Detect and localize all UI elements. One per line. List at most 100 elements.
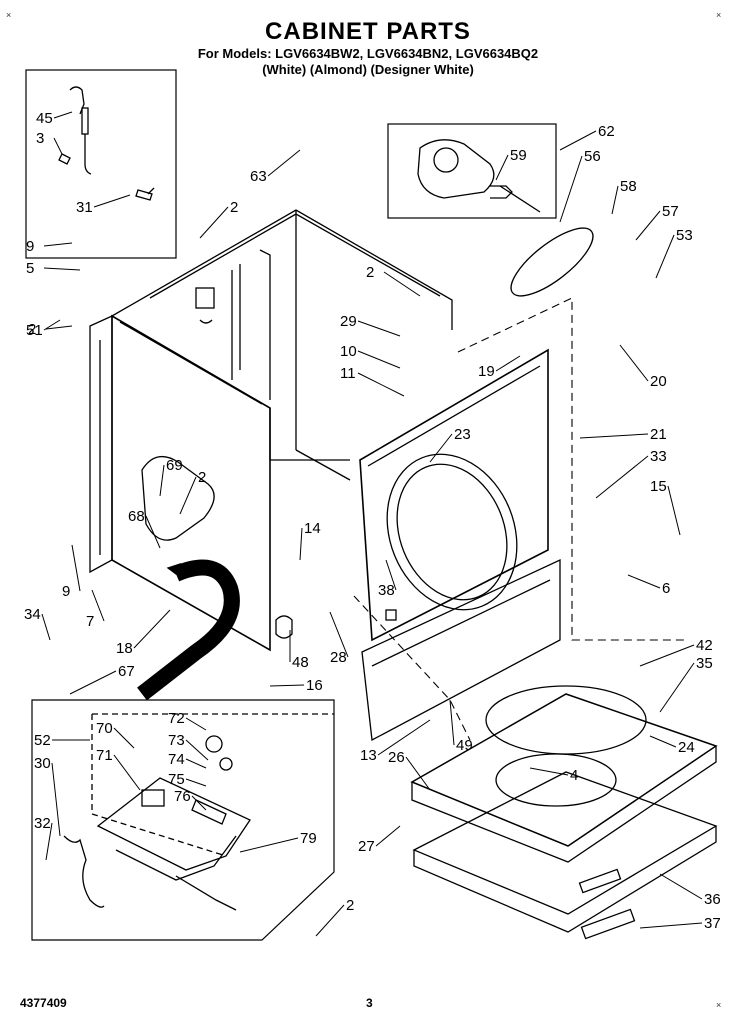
callout-label-42: 42 bbox=[696, 637, 713, 654]
callout-leader-28 bbox=[329, 611, 349, 658]
callout-leader-16 bbox=[269, 684, 305, 687]
callout-label-79: 79 bbox=[300, 830, 317, 847]
callout-label-45: 45 bbox=[36, 110, 53, 127]
callout-label-33: 33 bbox=[650, 448, 667, 465]
callout-label-75: 75 bbox=[168, 771, 185, 788]
callout-label-37: 37 bbox=[704, 915, 721, 932]
callout-leader-35 bbox=[659, 662, 695, 713]
callout-label-70: 70 bbox=[96, 720, 113, 737]
callout-leader-9 bbox=[43, 242, 73, 247]
callout-label-35: 35 bbox=[696, 655, 713, 672]
callout-label-69: 69 bbox=[166, 457, 183, 474]
callout-leader-42 bbox=[639, 644, 695, 667]
callout-label-30: 30 bbox=[34, 755, 51, 772]
callout-leader-13 bbox=[377, 719, 431, 756]
callout-leader-2 bbox=[45, 325, 73, 330]
callout-label-71: 71 bbox=[96, 747, 113, 764]
callout-leader-69 bbox=[159, 464, 165, 497]
callout-leader-72 bbox=[185, 717, 207, 731]
base-assembly bbox=[410, 685, 718, 940]
callout-leader-32 bbox=[45, 822, 53, 861]
callout-label-48: 48 bbox=[292, 654, 309, 671]
callout-leader-74 bbox=[185, 758, 207, 769]
color-list: (White) (Almond) (Designer White) bbox=[262, 62, 474, 77]
callout-leader-58 bbox=[611, 185, 619, 215]
callout-label-23: 23 bbox=[454, 426, 471, 443]
callout-leader-29 bbox=[357, 320, 401, 337]
callout-label-4: 4 bbox=[570, 767, 578, 784]
callout-label-21: 21 bbox=[650, 426, 667, 443]
callout-leader-11 bbox=[357, 372, 405, 397]
registration-mark-icon: × bbox=[6, 10, 12, 20]
callout-label-51: 51 bbox=[26, 322, 43, 339]
callout-leader-2 bbox=[179, 476, 197, 515]
callout-leader-19 bbox=[495, 355, 521, 372]
callout-leader-79 bbox=[239, 837, 299, 853]
callout-leader-51 bbox=[43, 319, 61, 331]
callout-label-74: 74 bbox=[168, 751, 185, 768]
callout-leader-59 bbox=[495, 154, 509, 181]
callout-label-13: 13 bbox=[360, 747, 377, 764]
callout-leader-36 bbox=[659, 873, 703, 900]
callout-leader-57 bbox=[635, 210, 661, 241]
callout-leader-2 bbox=[383, 271, 421, 297]
callout-leader-37 bbox=[639, 922, 703, 929]
callout-label-18: 18 bbox=[116, 640, 133, 657]
callout-label-72: 72 bbox=[168, 710, 185, 727]
callout-leader-71 bbox=[113, 754, 141, 791]
callout-leader-76 bbox=[191, 795, 207, 811]
callout-label-58: 58 bbox=[620, 178, 637, 195]
callout-label-2: 2 bbox=[198, 469, 206, 486]
callout-label-14: 14 bbox=[304, 520, 321, 537]
callout-leader-2 bbox=[199, 206, 229, 239]
callout-label-15: 15 bbox=[650, 478, 667, 495]
callout-leader-7 bbox=[91, 589, 105, 622]
callout-leader-34 bbox=[41, 613, 51, 641]
document-part-number: 4377409 bbox=[20, 996, 67, 1010]
callout-label-36: 36 bbox=[704, 891, 721, 908]
callout-label-53: 53 bbox=[676, 227, 693, 244]
callout-leader-73 bbox=[185, 739, 209, 761]
callout-label-31: 31 bbox=[76, 199, 93, 216]
callout-leader-70 bbox=[113, 727, 135, 749]
callout-leader-26 bbox=[405, 756, 431, 791]
callout-label-57: 57 bbox=[662, 203, 679, 220]
registration-mark-icon: × bbox=[716, 1000, 722, 1010]
model-list: For Models: LGV6634BW2, LGV6634BN2, LGV6… bbox=[197, 46, 539, 61]
callout-label-28: 28 bbox=[330, 649, 347, 666]
callout-leader-31 bbox=[93, 194, 131, 208]
callout-leader-33 bbox=[595, 455, 649, 499]
callout-label-2: 2 bbox=[346, 897, 354, 914]
callout-leader-2 bbox=[315, 904, 345, 937]
callout-label-3: 3 bbox=[36, 130, 44, 147]
callout-label-19: 19 bbox=[478, 363, 495, 380]
cabinet-body bbox=[89, 209, 453, 652]
callout-leader-75 bbox=[185, 778, 207, 787]
callout-leader-23 bbox=[429, 433, 453, 463]
front-panel bbox=[359, 348, 549, 642]
callout-label-26: 26 bbox=[388, 749, 405, 766]
callout-leader-10 bbox=[357, 350, 401, 369]
callout-label-7: 7 bbox=[86, 613, 94, 630]
power-cord-inset bbox=[25, 69, 177, 259]
callout-leader-4 bbox=[529, 767, 569, 776]
callout-label-59: 59 bbox=[510, 147, 527, 164]
callout-label-29: 29 bbox=[340, 313, 357, 330]
callout-label-9: 9 bbox=[62, 583, 70, 600]
callout-label-2: 2 bbox=[28, 321, 36, 338]
callout-label-20: 20 bbox=[650, 373, 667, 390]
callout-label-32: 32 bbox=[34, 815, 51, 832]
callout-label-9: 9 bbox=[26, 238, 34, 255]
callout-label-73: 73 bbox=[168, 732, 185, 749]
gas-valve-inset bbox=[31, 699, 335, 941]
motor-inset bbox=[387, 123, 557, 219]
callout-label-49: 49 bbox=[456, 737, 473, 754]
callout-leader-14 bbox=[299, 527, 303, 561]
callout-label-56: 56 bbox=[584, 148, 601, 165]
drive-belt-shape bbox=[510, 227, 594, 297]
callout-label-63: 63 bbox=[250, 168, 267, 185]
callout-leader-67 bbox=[69, 670, 117, 695]
